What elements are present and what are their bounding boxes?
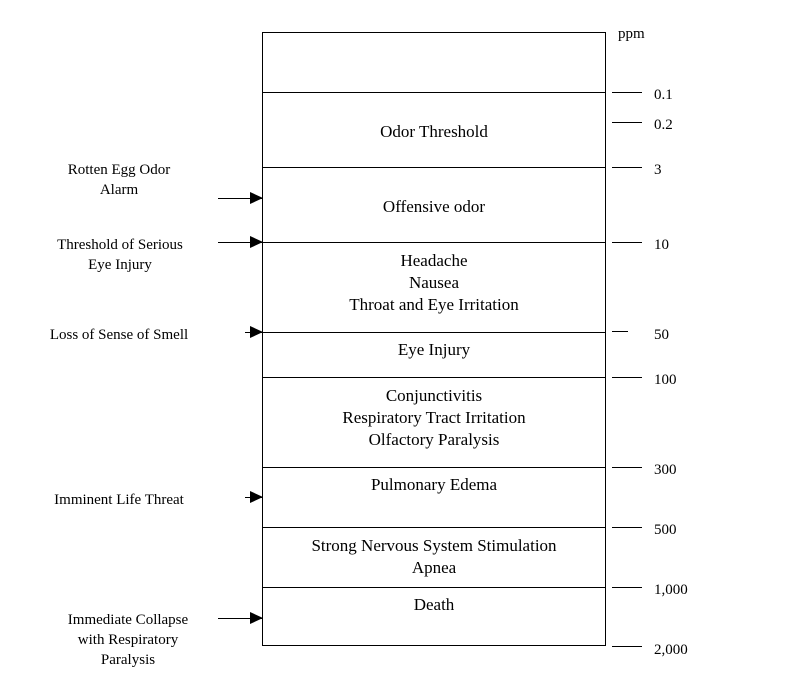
band-divider	[262, 167, 606, 168]
annotation-label: Loss of Sense of Smell	[49, 327, 189, 343]
effect-label: Death	[413, 595, 455, 614]
annotation-label: Imminent Life Threat	[54, 492, 184, 508]
effect-label: Eye Injury	[397, 340, 471, 359]
band-divider	[262, 332, 606, 333]
annotation-label: Eye Injury	[88, 257, 152, 273]
threshold-annotation: Loss of Sense of Smell	[19, 325, 219, 345]
scale-tick	[612, 92, 642, 93]
arrow-icon	[245, 491, 263, 503]
arrow-icon	[218, 612, 263, 624]
band-divider	[262, 242, 606, 243]
scale-tick-label: 500	[654, 522, 677, 538]
effect-label: Respiratory Tract Irritation	[342, 408, 526, 427]
effect-label: Offensive odor	[382, 197, 486, 216]
scale-tick	[612, 467, 642, 468]
scale-tick	[612, 377, 642, 378]
annotation-label: Threshold of Serious	[57, 237, 183, 253]
scale-tick-label: 50	[654, 327, 669, 343]
scale-tick-label: 2,000	[654, 642, 688, 658]
arrow-icon	[218, 236, 263, 248]
effect-band: Offensive odor	[262, 196, 606, 218]
effect-label: Conjunctivitis	[385, 386, 483, 405]
effect-band: Death	[262, 594, 606, 616]
scale-tick-label: 0.2	[654, 117, 673, 133]
arrow-icon	[218, 192, 263, 204]
scale-tick-label: 1,000	[654, 582, 688, 598]
scale-tick	[612, 122, 642, 123]
scale-tick-label: 300	[654, 462, 677, 478]
unit-label: ppm	[618, 26, 645, 42]
effect-label: Olfactory Paralysis	[368, 430, 500, 449]
effect-label: Nausea	[408, 273, 460, 292]
band-divider	[262, 92, 606, 93]
effect-label: Strong Nervous System Stimulation	[311, 536, 557, 555]
scale-tick	[612, 331, 628, 332]
effect-label: Throat and Eye Irritation	[349, 295, 519, 314]
band-divider	[262, 587, 606, 588]
effect-label: Apnea	[411, 558, 457, 577]
band-divider	[262, 377, 606, 378]
band-divider	[262, 467, 606, 468]
scale-tick	[612, 646, 642, 647]
scale-tick-label: 0.1	[654, 87, 673, 103]
scale-tick-label: 10	[654, 237, 669, 253]
effect-band: Eye Injury	[262, 339, 606, 361]
scale-tick	[612, 527, 642, 528]
arrow-icon	[245, 326, 263, 338]
band-divider	[262, 527, 606, 528]
scale-tick-label: 100	[654, 372, 677, 388]
annotation-label: Immediate Collapse	[67, 612, 189, 628]
effect-label: Headache	[400, 251, 468, 270]
annotation-label: Paralysis	[100, 652, 156, 668]
annotation-label: Rotten Egg Odor	[67, 162, 171, 178]
scale-tick	[612, 587, 642, 588]
annotation-label: with Respiratory	[77, 632, 179, 648]
effect-label: Odor Threshold	[380, 122, 488, 141]
annotation-label: Alarm	[99, 182, 139, 198]
effect-band: Odor Threshold	[262, 121, 606, 143]
effect-band: Pulmonary Edema	[262, 474, 606, 496]
threshold-annotation: Imminent Life Threat	[19, 490, 219, 510]
scale-tick-label: 3	[654, 162, 662, 178]
effects-column	[262, 32, 606, 646]
scale-tick	[612, 167, 642, 168]
effect-label: Pulmonary Edema	[370, 475, 498, 494]
scale-tick	[612, 242, 642, 243]
